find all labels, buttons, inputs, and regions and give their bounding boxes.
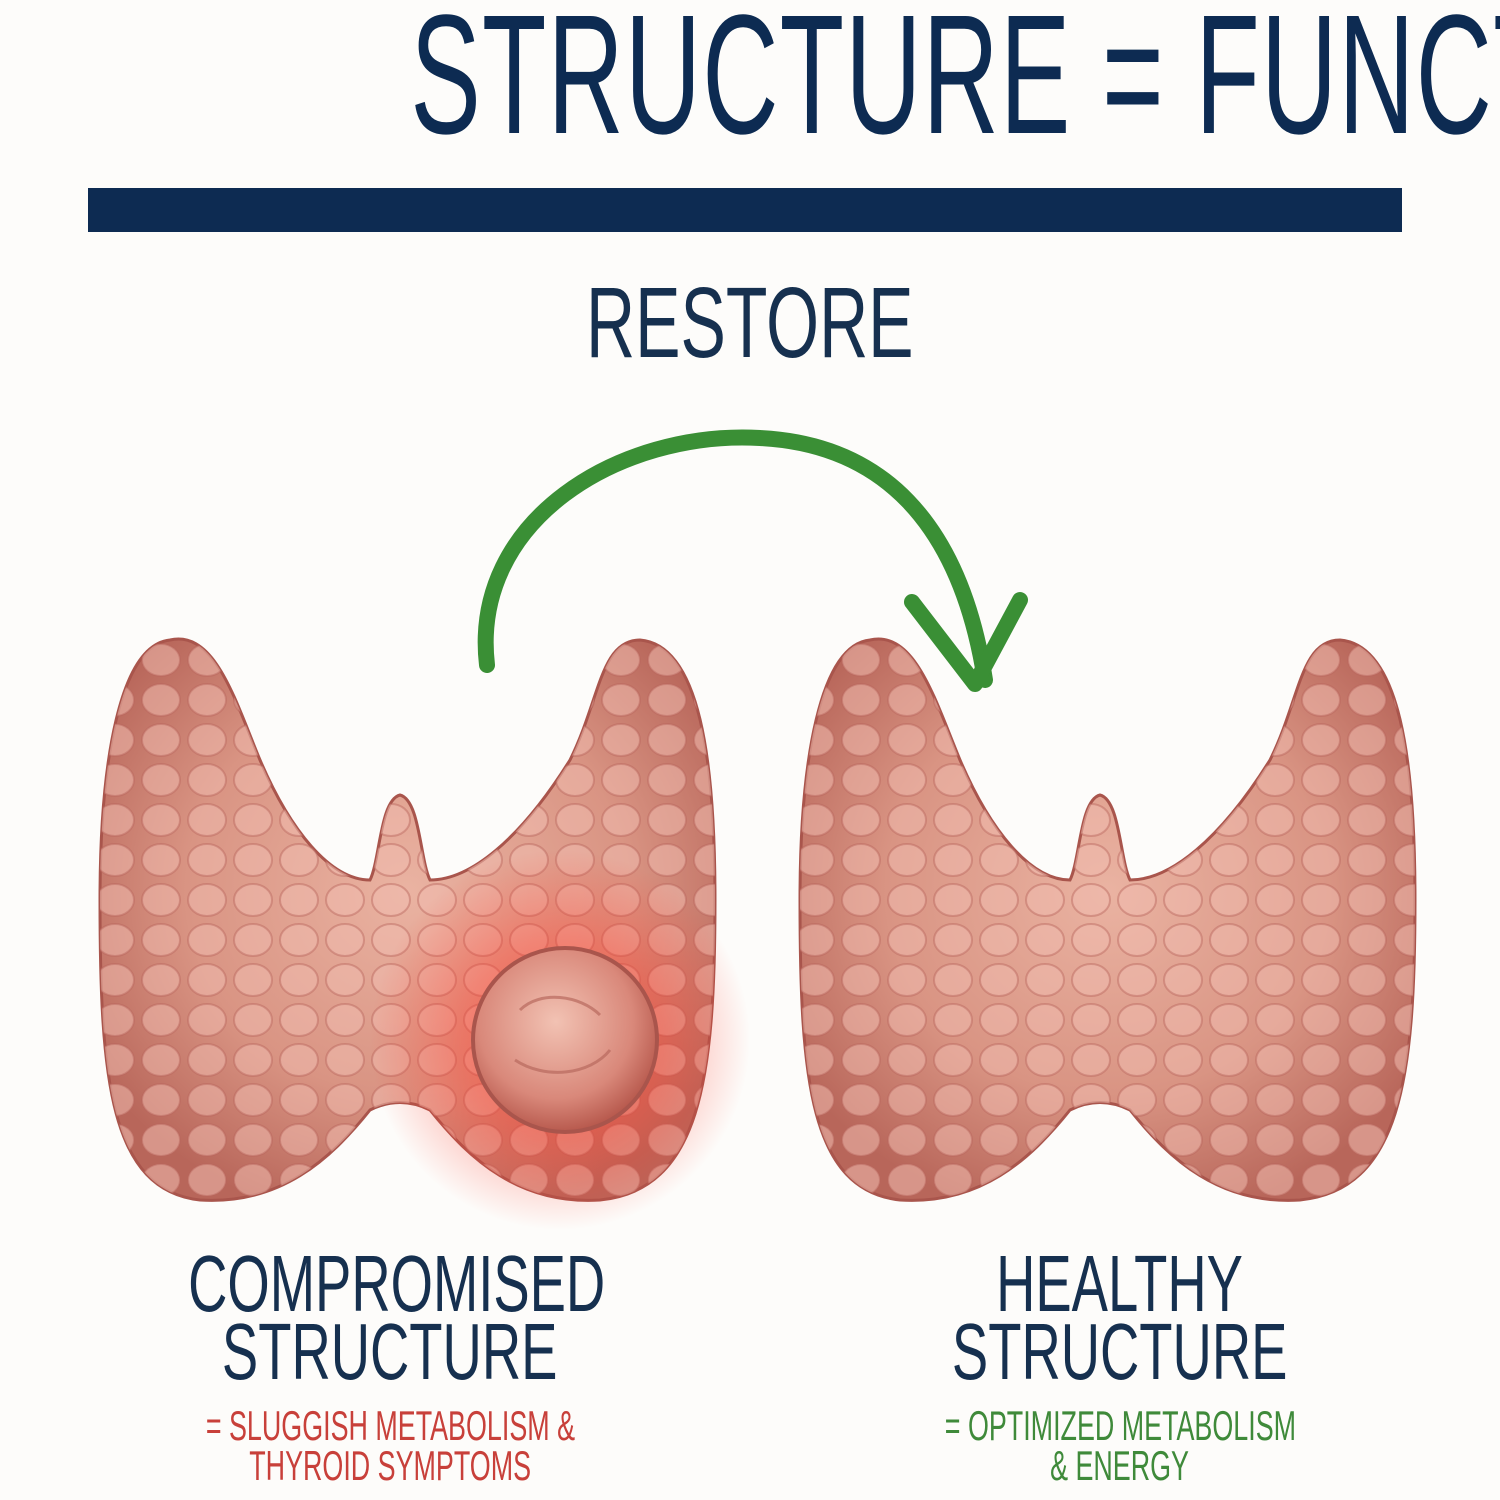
page-title: STRUCTURE = FUNCTION [410, 0, 1500, 150]
compromised-caption: COMPROMISED STRUCTURE = SLUGGISH METABOL… [90, 1239, 690, 1489]
healthy-caption: HEALTHY STRUCTURE = OPTIMIZED METABOLISM… [820, 1239, 1420, 1489]
compromised-heading: COMPROMISED STRUCTURE [188, 1239, 606, 1396]
restore-label: RESTORE [586, 267, 914, 379]
restore-arrow-icon [477, 429, 1028, 692]
compromised-thyroid [98, 637, 750, 1230]
nodule [471, 946, 659, 1134]
healthy-thyroid [798, 637, 1417, 1202]
title-divider [88, 188, 1402, 232]
healthy-subtext: = OPTIMIZED METABOLISM & ENERGY [944, 1402, 1296, 1489]
compromised-subtext: = SLUGGISH METABOLISM & THYROID SYMPTOMS [205, 1402, 575, 1489]
healthy-heading: HEALTHY STRUCTURE [952, 1239, 1288, 1396]
